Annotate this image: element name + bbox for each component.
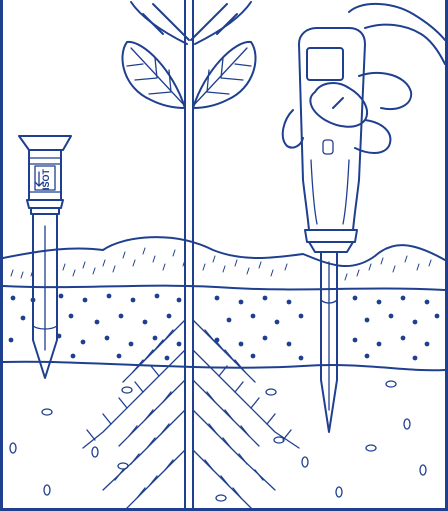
plant-illustration: [83, 0, 299, 508]
soil-probe-icon: ISOT: [19, 136, 71, 378]
probe-label: ISOT: [41, 168, 51, 190]
handheld-meter-icon: [299, 28, 365, 432]
soil-sensor-illustration: ISOT: [3, 0, 445, 508]
